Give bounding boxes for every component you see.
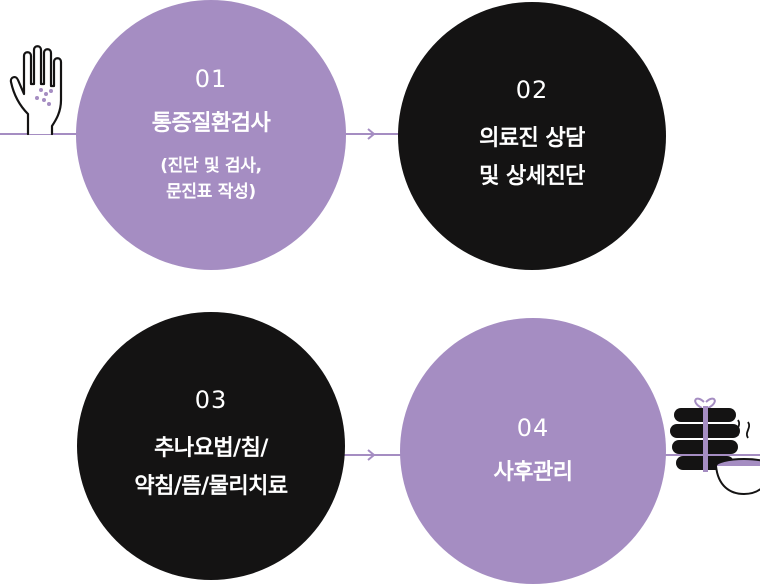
herbal-medicine-icon — [670, 397, 760, 496]
arrow-icon — [367, 449, 376, 461]
step-number: 03 — [194, 386, 228, 414]
step-4-circle: 04 사후관리 — [400, 318, 666, 584]
step-number: 01 — [194, 65, 228, 93]
step-number: 04 — [516, 414, 550, 442]
step-1-circle: 01 통증질환검사 (진단 및 검사, 문진표 작성) — [76, 0, 346, 270]
step-subtitle: (진단 및 검사, 문진표 작성) — [160, 156, 262, 202]
step-title: 추나요법/침/ 약침/뜸/물리치료 — [134, 436, 288, 499]
arrow-icon — [367, 128, 376, 140]
step-title: 통증질환검사 — [151, 111, 271, 136]
step-title: 사후관리 — [493, 460, 573, 485]
step-2-circle: 02 의료진 상담 및 상세진단 — [398, 2, 666, 270]
step-title: 의료진 상담 및 상세진단 — [479, 126, 585, 189]
hand-icon — [9, 45, 63, 136]
step-3-circle: 03 추나요법/침/ 약침/뜸/물리치료 — [77, 312, 345, 580]
step-number: 02 — [515, 76, 549, 104]
